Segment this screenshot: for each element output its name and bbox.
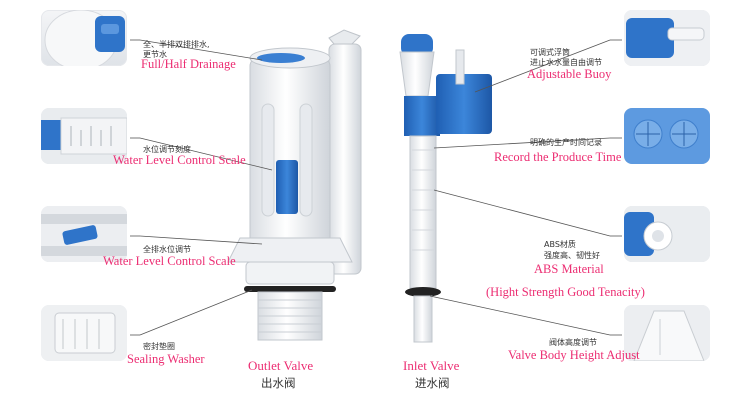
inlet-valve-drawing [399, 34, 492, 343]
thumbnail-abs-material [624, 206, 710, 262]
callout-abs-en: ABS Material [534, 262, 604, 276]
thumbnail-water-level-control [41, 206, 127, 262]
thumbnail-adjustable-buoy [624, 10, 710, 66]
callout-abs-cn-line2: 强度高、韧性好 [544, 251, 600, 260]
callout-abs-en-sub: (Hight Strength Good Tenacity) [486, 285, 645, 299]
callout-water-level-control-en: Water Level Control Scale [103, 254, 236, 268]
callout-buoy-cn-line2: 进止水水量自由调节 [530, 58, 602, 67]
inlet-valve-label-cn: 进水阀 [415, 376, 450, 390]
callout-water-level-scale-cn: 水位调节刻度 [143, 145, 191, 154]
callout-valve-height-cn: 阀体高度调节 [549, 338, 597, 347]
thumbnail-drain-button [41, 10, 127, 66]
outlet-valve-label-cn: 出水阀 [261, 376, 296, 390]
callout-produce-time-en: Record the Produce Time [494, 150, 622, 164]
leader-lines [130, 39, 622, 336]
callout-sealing-washer-cn: 密封垫圈 [143, 342, 175, 351]
thumbnail-valve-height [624, 305, 710, 361]
callout-produce-time-cn: 明确的生产时间记录 [530, 138, 602, 147]
callout-full-half-cn-line1: 全、半排双排排水, [143, 40, 210, 49]
inlet-valve-label: Inlet Valve [403, 358, 460, 373]
callout-full-half-cn-line2: 更节水 [143, 50, 167, 59]
outlet-valve-label: Outlet Valve [248, 358, 314, 373]
thumbnail-water-level-scale [41, 108, 127, 164]
callout-valve-height-en: Valve Body Height Adjust [508, 348, 640, 362]
outlet-valve-drawing [227, 29, 362, 341]
callout-abs-cn-line1: ABS材质 [544, 240, 576, 249]
thumbnail-sealing-washer [41, 305, 127, 361]
callout-buoy-en: Adjustable Buoy [527, 67, 612, 81]
callout-sealing-washer-en: Sealing Washer [127, 352, 205, 366]
callout-buoy-cn-line1: 可调式浮筒 [530, 48, 570, 57]
callout-water-level-control-cn: 全排水位调节 [143, 245, 191, 254]
thumbnail-date-stamp [624, 108, 710, 164]
callout-full-half-en: Full/Half Drainage [141, 57, 236, 71]
callout-water-level-scale-en: Water Level Control Scale [113, 153, 246, 167]
